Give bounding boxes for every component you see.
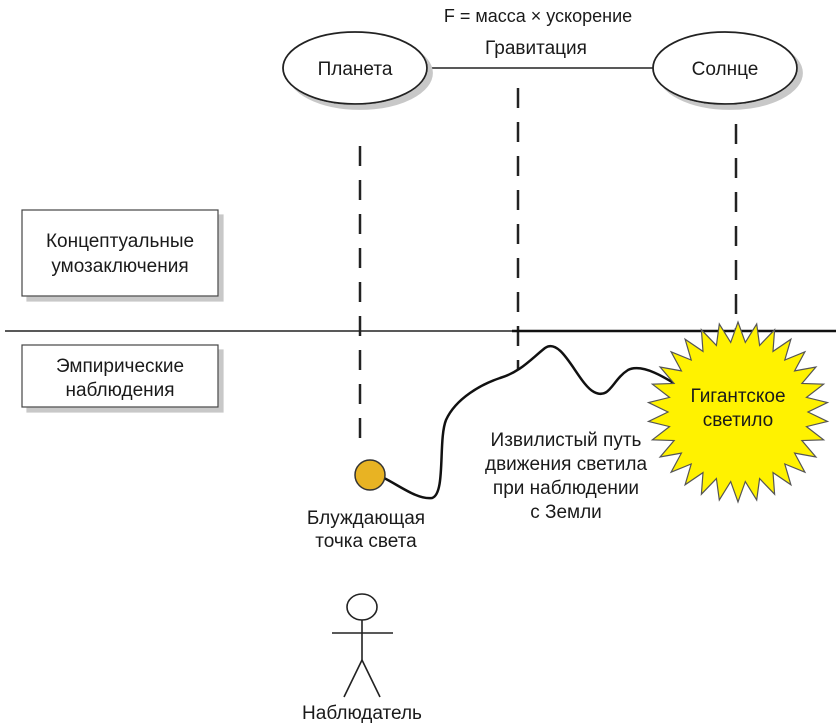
conceptual-box: Концептуальные умозаключения (21, 209, 219, 297)
giant-star-line1: Гигантское (690, 386, 785, 407)
empirical-line2: наблюдения (65, 380, 174, 401)
conceptual-line1: Концептуальные (46, 231, 194, 252)
observer-figure (332, 593, 393, 698)
giant-star-line2: светило (703, 410, 774, 431)
formula-text: F = масса × ускорение (444, 6, 632, 26)
path-caption-line2: движения светила (485, 454, 647, 475)
path-caption-line3: при наблюдении (493, 478, 639, 499)
empirical-box: Эмпирические наблюдения (21, 344, 219, 408)
giant-star: Гигантское светило (646, 320, 830, 504)
wandering-point-line2: точка света (315, 531, 417, 552)
gravity-label: Гравитация (485, 38, 587, 59)
planet-label: Планета (318, 59, 393, 80)
starburst-shape (646, 320, 830, 504)
wandering-point-dot (354, 459, 386, 491)
observer-label: Наблюдатель (302, 703, 422, 723)
wandering-point-line1: Блуждающая (307, 508, 425, 529)
conceptual-line2: умозаключения (51, 256, 188, 277)
planet-node: Планета (282, 31, 428, 105)
path-caption-line4: с Земли (530, 502, 602, 523)
path-caption-line1: Извилистый путь (491, 430, 642, 451)
empirical-line1: Эмпирические (56, 356, 184, 377)
sun-label: Солнце (692, 59, 759, 80)
sun-node: Солнце (652, 31, 798, 105)
wavy-path (383, 344, 689, 500)
